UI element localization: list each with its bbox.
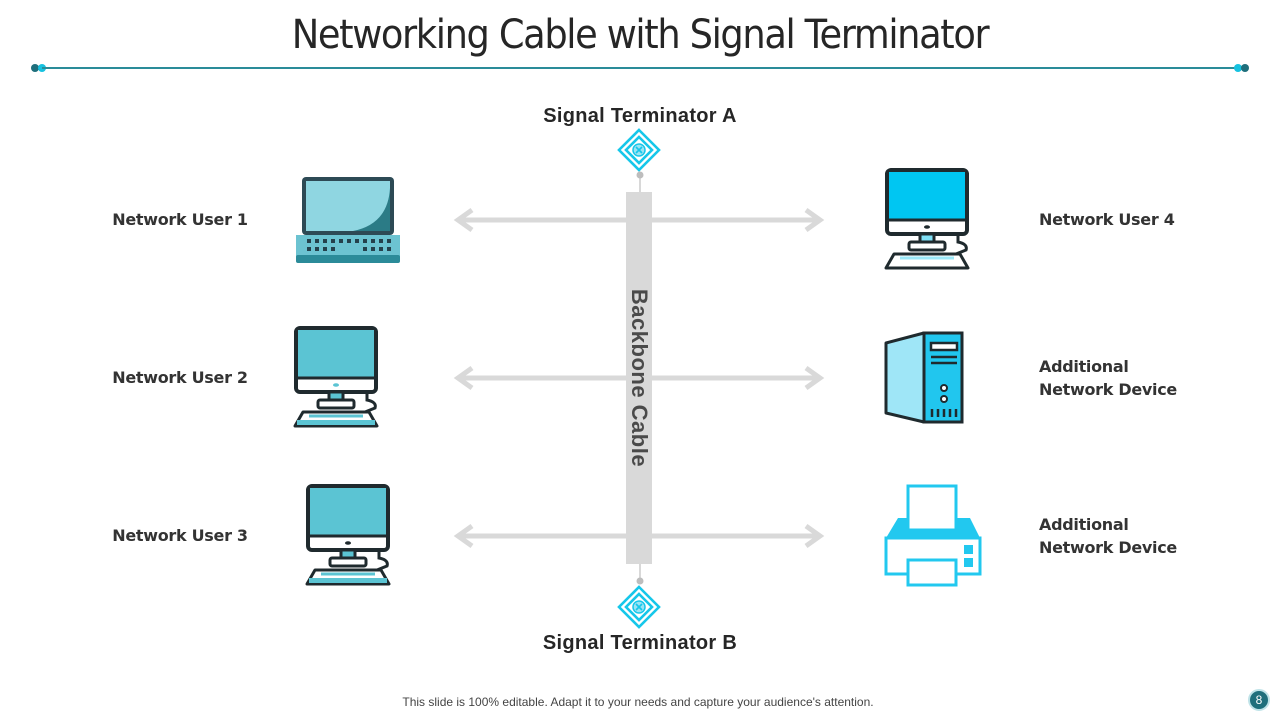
desktop-computer-icon: [293, 326, 379, 428]
label-line: Network User 4: [1039, 210, 1175, 229]
label-line: Additional: [1039, 515, 1129, 534]
network-user-1-label: Network User 1: [112, 210, 248, 229]
network-user-2-label: Network User 2: [112, 368, 248, 387]
server-tower-icon: [884, 331, 964, 424]
laptop-icon: [296, 177, 400, 263]
label-line: Additional: [1039, 357, 1129, 376]
terminator-connector: [636, 171, 644, 194]
backbone-cable: [626, 192, 652, 564]
terminator-connector: [636, 562, 644, 585]
title-divider: [42, 67, 1238, 69]
rule-end-dot: [1241, 64, 1249, 72]
signal-terminator-a-label: Signal Terminator A: [543, 105, 737, 127]
additional-device-1-label: Additional Network Device: [1039, 355, 1239, 401]
terminator-diamond-icon: [617, 585, 661, 629]
page-number-badge: 8: [1248, 689, 1270, 711]
label-line: Network Device: [1039, 538, 1177, 557]
network-user-3-label: Network User 3: [112, 526, 248, 545]
terminator-diamond-icon: [617, 128, 661, 172]
rule-end-dot: [1234, 64, 1242, 72]
label-line: Network Device: [1039, 380, 1177, 399]
network-user-4-label: Network User 4: [1039, 208, 1239, 231]
backbone-cable-label: Backbone Cable: [627, 288, 652, 468]
desktop-computer-icon: [884, 168, 970, 270]
additional-device-2-label: Additional Network Device: [1039, 513, 1239, 559]
slide-title: Networking Cable with Signal Terminator: [291, 12, 990, 58]
rule-end-dot: [31, 64, 39, 72]
footer-note: This slide is 100% editable. Adapt it to…: [402, 695, 874, 709]
printer-icon: [884, 484, 982, 587]
signal-terminator-b-label: Signal Terminator B: [542, 632, 738, 654]
desktop-computer-icon: [305, 484, 391, 586]
